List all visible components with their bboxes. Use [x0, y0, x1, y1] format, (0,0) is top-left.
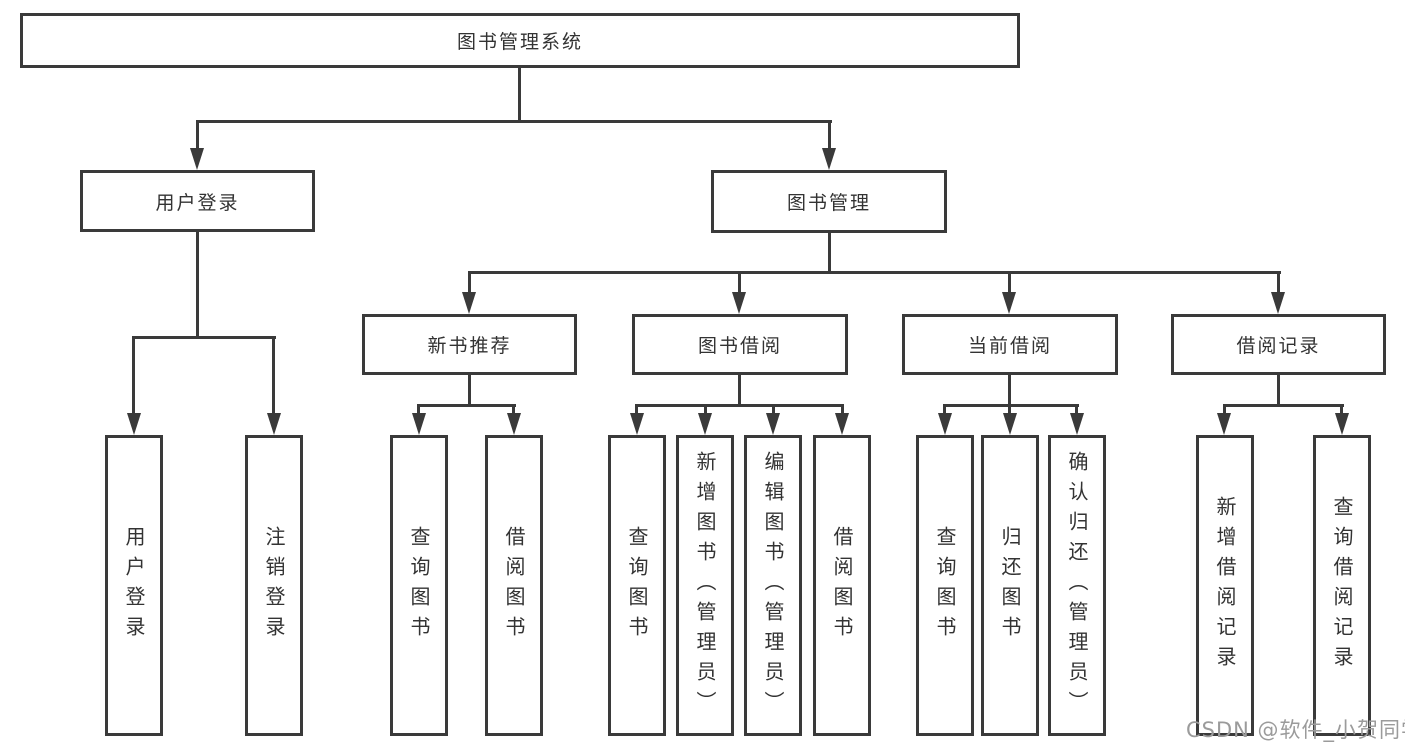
node-user-login: 用户登录: [80, 170, 315, 232]
node-label: 用户登录: [122, 525, 146, 646]
connector-line: [272, 336, 275, 413]
arrow-down-icon: [835, 413, 849, 435]
connector-line: [1223, 404, 1226, 413]
connector-line: [196, 232, 199, 338]
node-label: 借阅记录: [1236, 335, 1321, 357]
connector-line: [828, 233, 831, 274]
arrow-down-icon: [1335, 413, 1349, 435]
connector-line: [635, 404, 638, 413]
arrow-down-icon: [732, 292, 746, 314]
node-label: 图书借阅: [697, 335, 782, 357]
connector-line: [512, 404, 515, 413]
connector-line: [196, 120, 199, 150]
arrow-down-icon: [938, 413, 952, 435]
arrow-down-icon: [822, 148, 836, 170]
connector-line: [132, 336, 276, 339]
connector-line: [468, 271, 1281, 274]
leaf-borrowing-query-books: 查询图书: [608, 435, 666, 736]
leaf-current-query-books: 查询图书: [916, 435, 974, 736]
connector-line: [417, 404, 516, 407]
leaf-current-return-books: 归还图书: [981, 435, 1039, 736]
node-label: 借阅图书: [830, 525, 854, 646]
node-label: 查询图书: [933, 525, 957, 646]
connector-line: [1075, 404, 1078, 413]
node-label: 归还图书: [998, 525, 1022, 646]
node-current-borrowing: 当前借阅: [902, 314, 1118, 375]
connector-line: [1340, 404, 1343, 413]
node-borrowing-records: 借阅记录: [1171, 314, 1386, 375]
node-label: 查询图书: [407, 525, 431, 646]
connector-line: [1008, 404, 1011, 413]
arrow-down-icon: [1217, 413, 1231, 435]
arrow-down-icon: [1003, 413, 1017, 435]
node-book-management: 图书管理: [711, 170, 947, 233]
arrow-down-icon: [190, 148, 204, 170]
node-label: 查询图书: [625, 525, 649, 646]
node-label: 编辑图书（管理员）: [761, 450, 785, 721]
connector-line: [1008, 271, 1011, 292]
node-label: 确认归还（管理员）: [1065, 450, 1089, 721]
node-label: 图书管理系统: [456, 31, 583, 53]
leaf-recommend-query-books: 查询图书: [390, 435, 448, 736]
connector-line: [943, 404, 946, 413]
connector-line: [1277, 271, 1280, 292]
arrow-down-icon: [412, 413, 426, 435]
node-label: 注销登录: [262, 525, 286, 646]
node-label: 查询借阅记录: [1330, 495, 1354, 676]
node-label: 新增图书（管理员）: [693, 450, 717, 721]
connector-line: [518, 68, 521, 120]
connector-line: [468, 375, 471, 407]
leaf-records-add-borrow-record: 新增借阅记录: [1196, 435, 1254, 736]
connector-line: [828, 120, 831, 150]
connector-line: [772, 404, 775, 413]
node-label: 新增借阅记录: [1213, 495, 1237, 676]
leaf-records-query-borrow-record: 查询借阅记录: [1313, 435, 1371, 736]
connector-line: [738, 271, 741, 292]
arrow-down-icon: [462, 292, 476, 314]
connector-line: [1223, 404, 1344, 407]
arrow-down-icon: [630, 413, 644, 435]
arrow-down-icon: [1271, 292, 1285, 314]
arrow-down-icon: [507, 413, 521, 435]
arrow-down-icon: [267, 413, 281, 435]
csdn-watermark: CSDN @软件_小贺同学: [1186, 718, 1405, 742]
connector-line: [635, 404, 844, 407]
leaf-borrowing-add-books-admin: 新增图书（管理员）: [676, 435, 734, 736]
arrow-down-icon: [698, 413, 712, 435]
leaf-recommend-borrow-books: 借阅图书: [485, 435, 543, 736]
arrow-down-icon: [766, 413, 780, 435]
node-label: 当前借阅: [967, 335, 1052, 357]
leaf-user-login: 用户登录: [105, 435, 163, 736]
leaf-logout: 注销登录: [245, 435, 303, 736]
leaf-borrowing-borrow-books: 借阅图书: [813, 435, 871, 736]
node-label: 借阅图书: [502, 525, 526, 646]
connector-line: [738, 375, 741, 407]
arrow-down-icon: [1070, 413, 1084, 435]
node-label: 图书管理: [786, 192, 871, 214]
node-library-management-system: 图书管理系统: [20, 13, 1020, 68]
connector-line: [704, 404, 707, 413]
connector-line: [417, 404, 420, 413]
connector-line: [1008, 375, 1011, 407]
connector-line: [943, 404, 1079, 407]
leaf-current-confirm-return-admin: 确认归还（管理员）: [1048, 435, 1106, 736]
node-new-book-recommendation: 新书推荐: [362, 314, 577, 375]
connector-line: [468, 271, 471, 292]
connector-line: [841, 404, 844, 413]
connector-line: [132, 336, 135, 413]
connector-line: [196, 120, 832, 123]
node-book-borrowing: 图书借阅: [632, 314, 848, 375]
leaf-borrowing-edit-books-admin: 编辑图书（管理员）: [744, 435, 802, 736]
node-label: 用户登录: [155, 191, 240, 214]
connector-line: [1277, 375, 1280, 407]
arrow-down-icon: [1002, 292, 1016, 314]
arrow-down-icon: [127, 413, 141, 435]
node-label: 新书推荐: [427, 335, 512, 357]
